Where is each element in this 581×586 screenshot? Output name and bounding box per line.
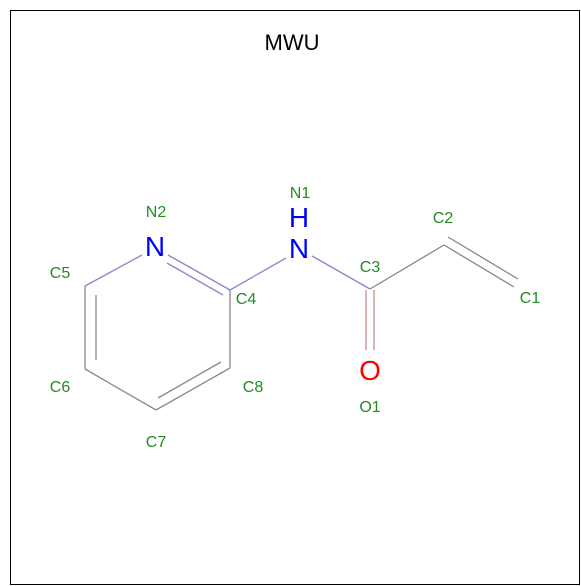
bond-c4-n1 xyxy=(229,257,287,291)
atom-label-c8: C8 xyxy=(243,379,264,396)
bond-c7-c8-inner xyxy=(157,361,222,399)
molecule-title: MWU xyxy=(265,30,320,55)
atom-label-n2: N2 xyxy=(146,204,167,221)
atom-label-o1: O1 xyxy=(359,399,380,416)
atom-labels: N1 N2 C2 C3 C5 C4 C1 C6 C8 O1 C7 xyxy=(50,185,541,451)
atom-label-n1: N1 xyxy=(290,185,311,202)
o1-symbol: O xyxy=(359,355,381,386)
bond-c3-c2 xyxy=(369,244,445,290)
n1-symbol: N xyxy=(289,233,309,264)
atom-label-c1: C1 xyxy=(520,290,541,307)
atom-label-c4: C4 xyxy=(236,291,257,308)
bonds xyxy=(84,236,519,411)
bond-n2-c4 xyxy=(167,254,231,291)
bond-n1-c3 xyxy=(311,255,371,290)
bond-c6-c7 xyxy=(84,368,157,411)
bond-c2-c1-a xyxy=(443,244,515,288)
bond-c2-c1-b xyxy=(447,236,519,280)
bond-n2-c4-inner xyxy=(166,262,224,296)
bond-c7-c8 xyxy=(155,367,231,411)
atom-label-c7: C7 xyxy=(146,434,167,451)
n1-h-symbol: H xyxy=(289,202,309,233)
atom-label-c5: C5 xyxy=(50,265,71,282)
atom-label-c2: C2 xyxy=(433,210,454,227)
n2-symbol: N xyxy=(145,231,165,262)
diagram-frame xyxy=(10,10,580,585)
atom-label-c6: C6 xyxy=(50,379,71,396)
bond-n2-c5 xyxy=(84,254,143,287)
atom-label-c3: C3 xyxy=(360,259,381,276)
